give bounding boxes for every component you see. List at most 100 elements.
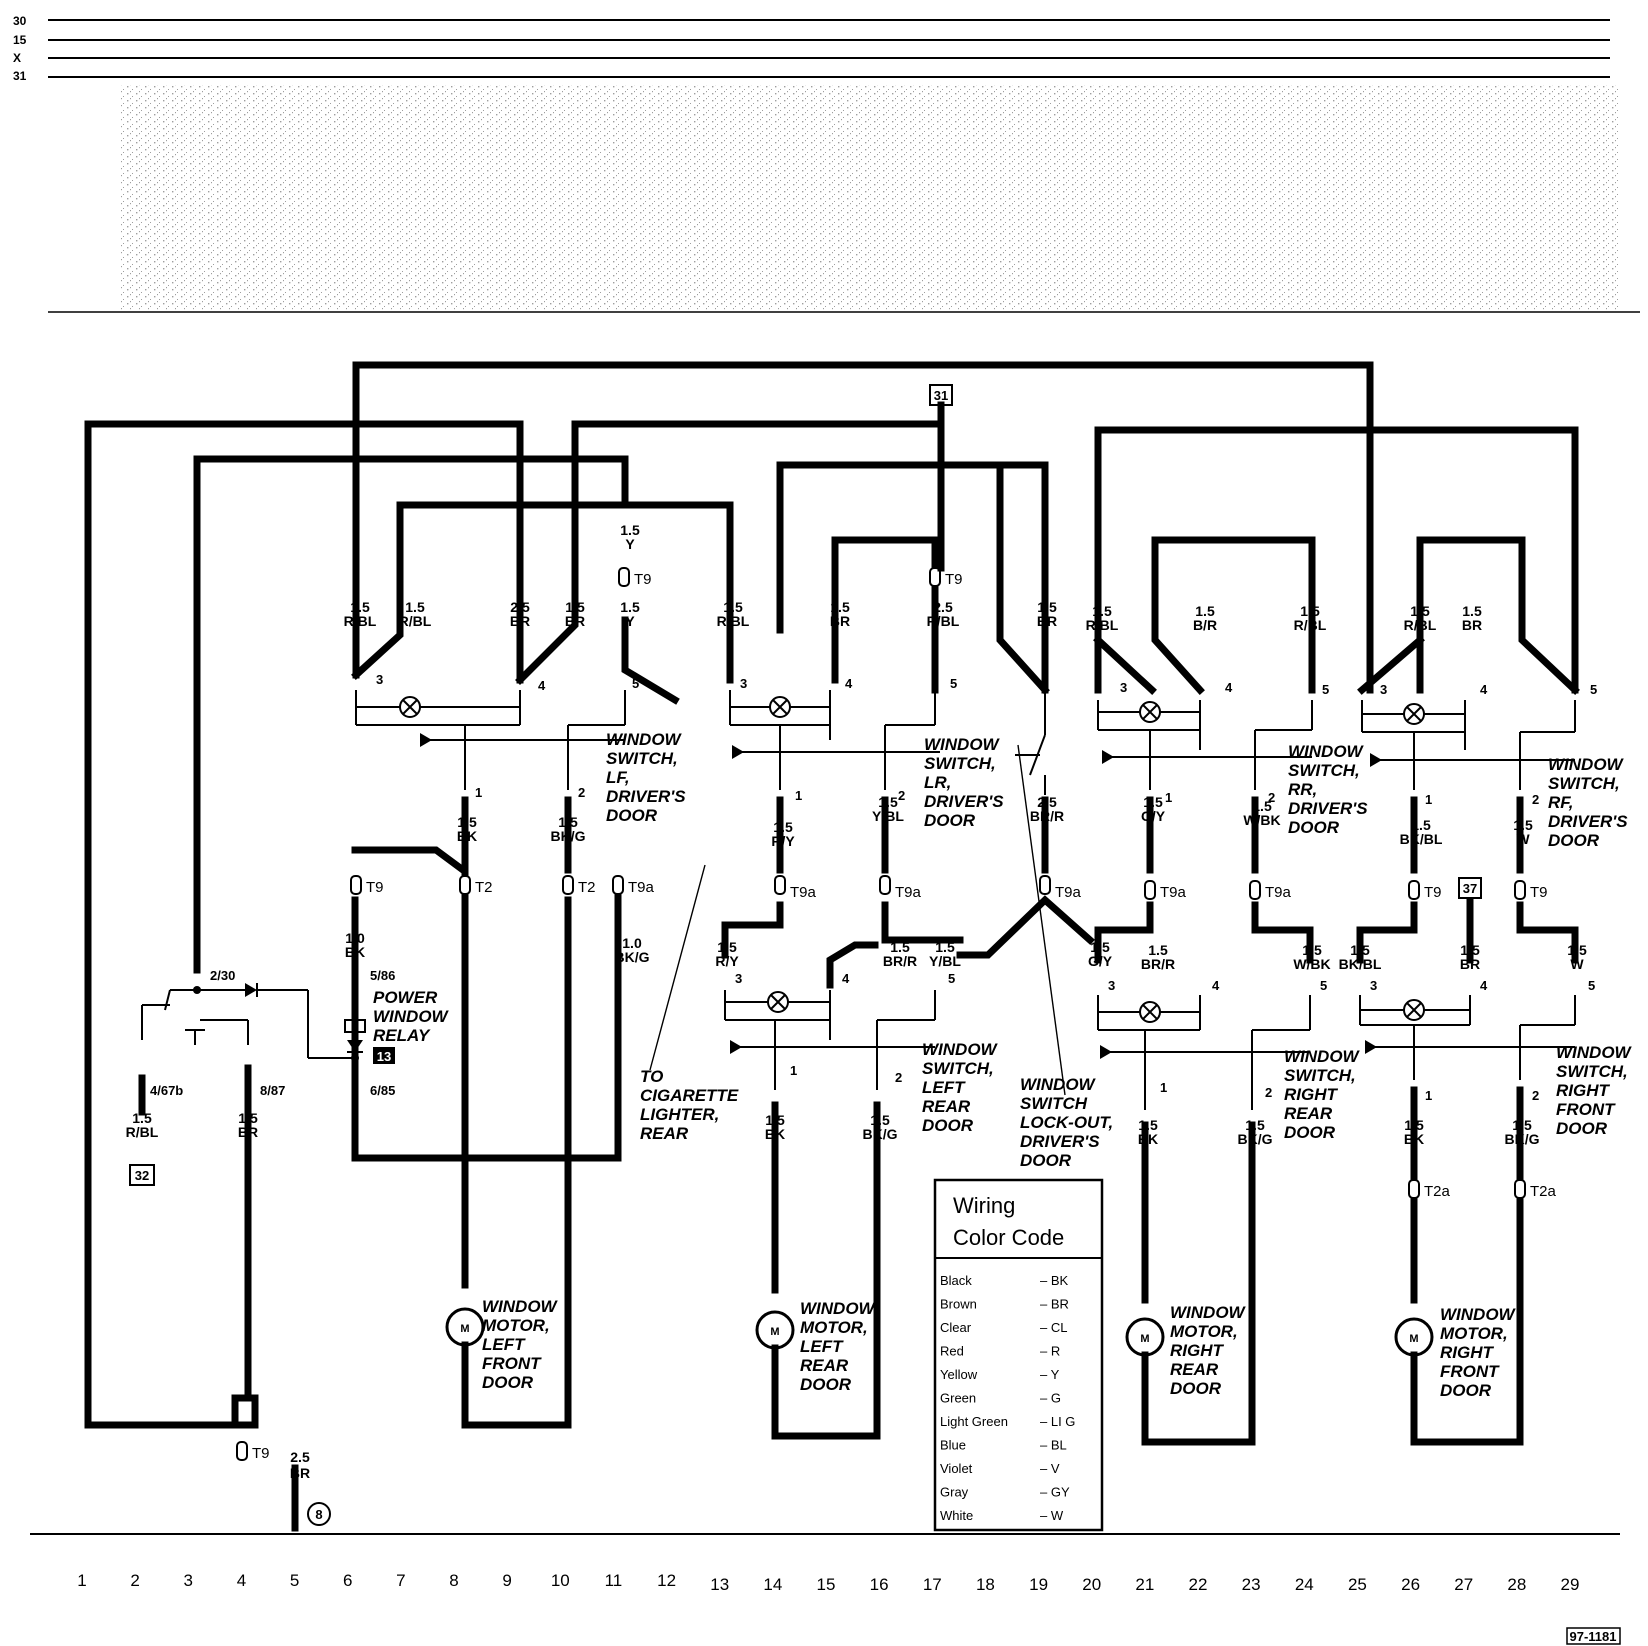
svg-text:3: 3 (1380, 682, 1387, 697)
svg-text:4: 4 (1480, 978, 1488, 993)
connector-label: T9a (1160, 884, 1187, 901)
pointer-cigarette-lighter (649, 864, 706, 1071)
wire-rf-pin2 (1516, 796, 1579, 964)
column-number: 11 (605, 1571, 623, 1590)
svg-text:3: 3 (1120, 680, 1127, 695)
svg-text:3: 3 (735, 971, 742, 986)
bus-label-30: 30 (13, 14, 27, 28)
reference-boxes: 3 1 37 3 2 8 (129, 384, 1482, 1526)
ref-8: 8 (315, 1507, 322, 1522)
sheet-id-box (1566, 1627, 1621, 1645)
svg-text:1.5R/Y: 1.5R/Y (715, 939, 739, 969)
wire-loop-second (193, 455, 680, 974)
svg-text:2.5BR: 2.5BR (510, 599, 530, 629)
svg-text:1.5BR: 1.5BR (565, 599, 585, 629)
column-number: 16 (870, 1575, 889, 1594)
svg-text:3: 3 (376, 672, 383, 687)
svg-text:1.5BK: 1.5BK (457, 814, 477, 844)
svg-text:8/87: 8/87 (260, 1083, 285, 1098)
ref-37: 37 (1463, 881, 1477, 896)
column-number: 26 (1401, 1575, 1420, 1594)
svg-text:1.5R/BL: 1.5R/BL (344, 599, 377, 629)
sheet-id: 97-1181 (1570, 1629, 1617, 1644)
svg-text:1.5BK: 1.5BK (1138, 1117, 1158, 1147)
connector-label: T9 (1424, 884, 1442, 901)
legend-color-name: Light Green (940, 1414, 1008, 1429)
column-number: 8 (449, 1571, 458, 1590)
connector-glyphs (236, 567, 1526, 1461)
svg-text:1.5BK/G: 1.5BK/G (551, 814, 586, 844)
column-number: 12 (657, 1571, 676, 1590)
svg-text:1.5R/BL: 1.5R/BL (717, 599, 750, 629)
connector-label: T9a (1055, 884, 1082, 901)
column-number: 21 (1135, 1575, 1154, 1594)
svg-text:5: 5 (1590, 682, 1597, 697)
connector-label: T9a (1265, 884, 1292, 901)
legend-color-code: – BR (1040, 1297, 1069, 1312)
ground-ref-13: 13 (377, 1049, 391, 1064)
switch-left-rear-door (724, 990, 936, 1090)
connector-label: T2 (578, 879, 596, 896)
legend-color-code: – V (1040, 1461, 1060, 1476)
switch-lf (355, 690, 626, 790)
svg-text:4: 4 (1225, 680, 1233, 695)
column-number: 10 (551, 1571, 570, 1590)
column-number: 23 (1242, 1575, 1261, 1594)
legend-color-name: Green (940, 1391, 976, 1406)
svg-text:M: M (1409, 1333, 1418, 1345)
svg-text:5: 5 (950, 676, 957, 691)
svg-text:1.5BR/R: 1.5BR/R (1141, 942, 1175, 972)
svg-text:2: 2 (898, 788, 905, 803)
wire-lr-pin2 (881, 796, 964, 944)
svg-text:2: 2 (1265, 1085, 1272, 1100)
legend-color-name: Blue (940, 1438, 966, 1453)
svg-text:1.5Y: 1.5Y (620, 522, 640, 552)
svg-text:1.5W/BK: 1.5W/BK (1293, 942, 1330, 972)
legend-color-name: Violet (940, 1461, 973, 1476)
svg-text:1.5R/Y: 1.5R/Y (771, 819, 795, 849)
wire-rr-br (1151, 536, 1316, 695)
connector-label: T9 (252, 1445, 270, 1462)
connector-label: T2a (1530, 1183, 1557, 1200)
svg-text:1: 1 (795, 788, 802, 803)
column-number: 22 (1189, 1575, 1208, 1594)
svg-text:1.5BR: 1.5BR (1462, 603, 1482, 633)
connector-label: T9 (634, 571, 652, 588)
svg-text:1.5B/R: 1.5B/R (1193, 603, 1217, 633)
legend-color-code: – R (1040, 1344, 1060, 1359)
column-number: 24 (1295, 1575, 1314, 1594)
wire-loop-top (352, 361, 1374, 694)
svg-text:4: 4 (845, 676, 853, 691)
svg-text:5: 5 (1588, 978, 1595, 993)
svg-text:M: M (770, 1326, 779, 1338)
svg-text:1.5W: 1.5W (1567, 942, 1587, 972)
legend-color-name: White (940, 1508, 973, 1523)
motors: M M M M (445, 1307, 1434, 1386)
svg-text:5: 5 (632, 676, 639, 691)
svg-text:1: 1 (1425, 792, 1432, 807)
bus-label-31: 31 (13, 69, 27, 83)
wire-lr-br (776, 461, 1049, 694)
wire-rf-br (1416, 536, 1580, 695)
connector-label: T9a (895, 884, 922, 901)
harness-wires (84, 361, 1580, 1532)
column-number: 2 (130, 1571, 139, 1590)
svg-text:1.5BK/G: 1.5BK/G (863, 1112, 898, 1142)
legend-color-name: Clear (940, 1320, 972, 1335)
svg-text:1.0BK: 1.0BK (345, 930, 365, 960)
column-number: 29 (1561, 1575, 1580, 1594)
wire-rf-rbl (1357, 635, 1425, 695)
legend-color-name: Yellow (940, 1367, 978, 1382)
column-number: 25 (1348, 1575, 1367, 1594)
svg-text:1: 1 (1160, 1080, 1167, 1095)
